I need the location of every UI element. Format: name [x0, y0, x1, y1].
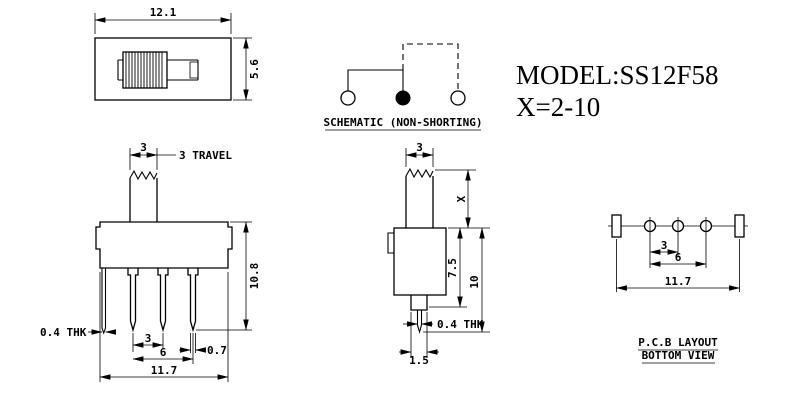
pcb-slot-right: [734, 214, 745, 238]
top-view-height-dim: 5.6: [248, 59, 261, 79]
pin-2: [157, 268, 169, 333]
actuator-extension-lines: [129, 148, 158, 170]
actuator-sides: [129, 178, 158, 222]
body-height-dim: 10.8: [248, 263, 261, 290]
width-extension-lines: [94, 13, 232, 34]
pcb-hole-pitch-dim: 3: [661, 239, 668, 252]
actuator-break-line: [405, 167, 434, 179]
mounting-flange: [387, 232, 394, 254]
terminal-common: [395, 90, 411, 106]
actuator-break-line: [129, 169, 158, 181]
actuator-sides: [405, 176, 434, 228]
terminal-1: [340, 90, 356, 106]
x-range: X=2-10: [516, 92, 600, 122]
schematic-caption: SCHEMATIC (NON-SHORTING): [324, 116, 483, 129]
schematic-view: SCHEMATIC (NON-SHORTING): [324, 43, 483, 131]
pin-width-dim: 1.5: [409, 354, 429, 367]
front-view: 3 3 TRAVEL 10.8 0.4 THK 3 6 0.7 11.7: [40, 141, 261, 382]
height-extension-lines: [233, 37, 252, 101]
pin-seat: [410, 295, 428, 311]
pcb-slot-left: [611, 214, 622, 238]
top-view: 12.1 5.6: [94, 6, 261, 101]
mounting-tab: [101, 268, 107, 335]
slot-detent: [189, 61, 199, 79]
pcb-caption-line2: BOTTOM VIEW: [642, 349, 715, 362]
pcb-layout-view: 3 6 11.7 P.C.B LAYOUT BOTTOM VIEW: [608, 214, 748, 364]
schematic-solid-connection: [347, 69, 404, 91]
pcb-caption-line1: P.C.B LAYOUT: [638, 336, 718, 349]
model-number: MODEL:SS12F58: [516, 60, 719, 90]
total-width-dim: 11.7: [151, 364, 178, 377]
terminal-2: [450, 90, 466, 106]
schematic-dashed-connection: [402, 43, 459, 91]
total-height-dim: 10: [468, 275, 481, 288]
top-view-width-dim: 12.1: [150, 6, 177, 19]
pin-1: [127, 268, 139, 333]
total-width-extension-lines: [99, 272, 229, 382]
pin-3: [187, 268, 199, 333]
pin: [416, 310, 423, 335]
switch-body: [393, 227, 447, 296]
pin-width-extension-lines: [410, 312, 428, 358]
body-height-dim: 7.5: [446, 258, 459, 278]
pin-pitch-dim: 3: [145, 332, 152, 345]
actuator-height-dim: X: [455, 195, 468, 202]
pcb-hole-center-marks: [649, 217, 707, 235]
pcb-total-dim: 11.7: [665, 275, 692, 288]
title-block: MODEL:SS12F58 X=2-10: [516, 60, 719, 122]
pin-span-dim: 6: [160, 346, 167, 359]
travel-dim: 3 TRAVEL: [179, 149, 232, 162]
thickness-dim: 0.4 THK: [437, 318, 484, 331]
slider-knob: [122, 51, 168, 89]
actuator-width-dim: 3: [140, 141, 147, 154]
switch-body: [95, 221, 233, 269]
actuator-width-dim: 3: [416, 141, 423, 154]
side-view: 3 X 7.5 10 1.5 0.4 THK: [387, 141, 490, 367]
thickness-dim: 0.4 THK: [40, 326, 87, 339]
pcb-hole-span-dim: 6: [675, 251, 682, 264]
pin-width-dim: 0.7: [207, 344, 227, 357]
knurl-hatch: [125, 52, 163, 88]
